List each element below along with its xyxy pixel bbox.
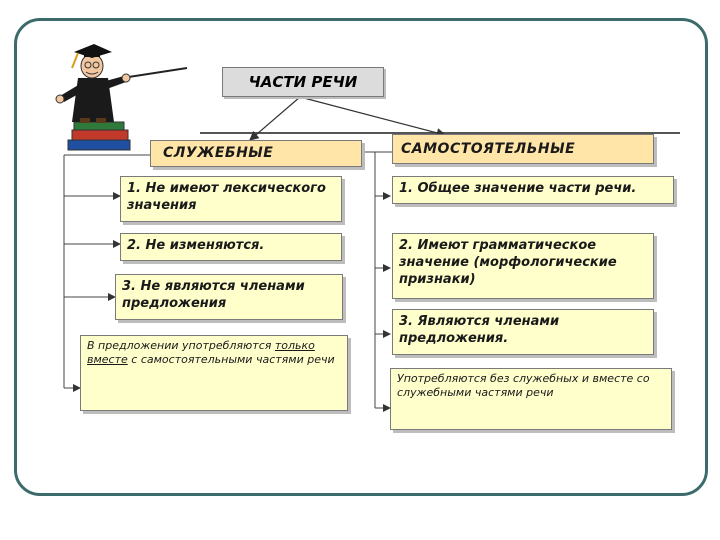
independent-item-2: 2. Имеют грамматическое значение (морфол…	[392, 233, 654, 299]
diagram-title: ЧАСТИ РЕЧИ	[222, 67, 384, 97]
service-item-2: 2. Не изменяются.	[120, 233, 342, 261]
independent-item-1: 1. Общее значение части речи.	[392, 176, 674, 204]
usage-suffix: с самостоятельными частями речи	[131, 353, 335, 366]
service-parts-header: СЛУЖЕБНЫЕ	[150, 140, 362, 167]
independent-item-3: 3. Являются членами предложения.	[392, 309, 654, 355]
independent-parts-header: САМОСТОЯТЕЛЬНЫЕ	[392, 134, 654, 164]
usage-emphasis: только вместе	[87, 339, 315, 366]
service-item-3: 3. Не являются членами предложения	[115, 274, 343, 320]
service-usage-note: В предложении употребляются только вмест…	[80, 335, 348, 411]
independent-usage-note: Употребляются без служебных и вместе со …	[390, 368, 672, 430]
professor-icon	[55, 44, 188, 151]
usage-prefix: В предложении употребляются	[87, 339, 272, 352]
slide-frame	[14, 18, 708, 496]
service-item-1: 1. Не имеют лексического значения	[120, 176, 342, 222]
